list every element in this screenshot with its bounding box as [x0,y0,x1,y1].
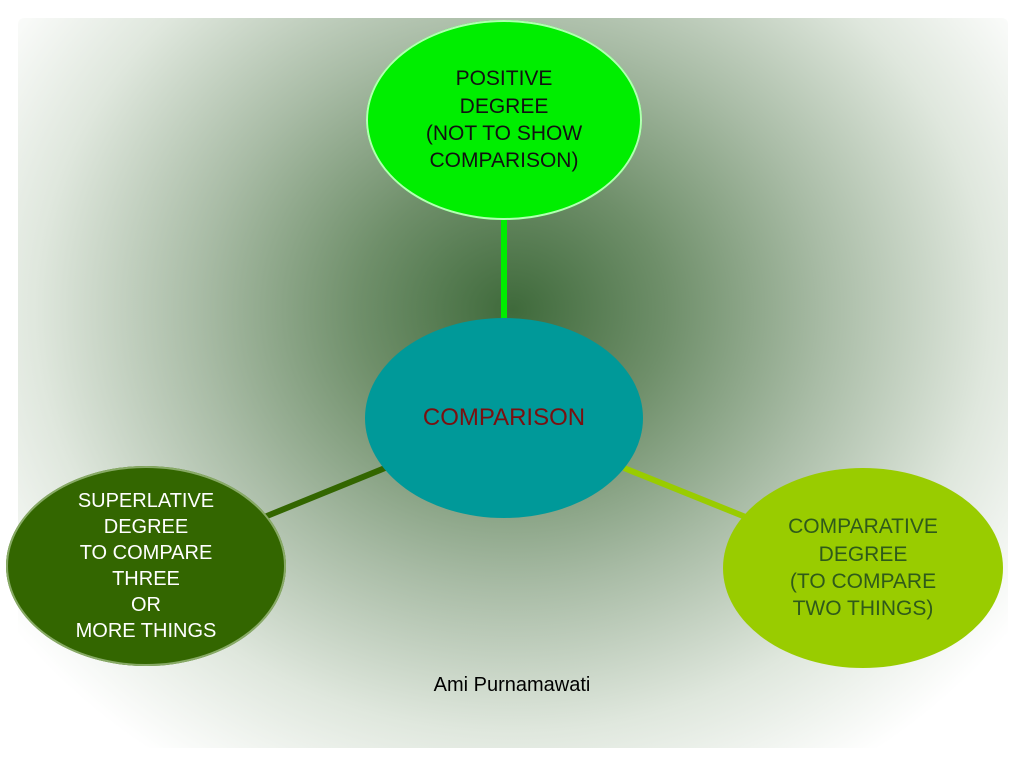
node-superlative-degree: SUPERLATIVE DEGREE TO COMPARE THREE OR M… [6,466,286,666]
node-comparative-label: COMPARATIVE DEGREE (TO COMPARE TWO THING… [788,515,938,621]
node-comparison-label: COMPARISON [422,404,586,432]
node-positive-label: POSITIVE DEGREE (NOT TO SHOW COMPARISON) [425,67,583,173]
node-comparison: COMPARISON [365,318,643,518]
node-positive-degree: POSITIVE DEGREE (NOT TO SHOW COMPARISON) [366,20,642,220]
node-superlative-label: SUPERLATIVE DEGREE TO COMPARE THREE OR M… [75,490,217,642]
author-credit: Ami Purnamawati [433,674,591,696]
connector-superlative [260,465,387,521]
connector-comparative [622,465,750,521]
node-comparative-degree: COMPARATIVE DEGREE (TO COMPARE TWO THING… [723,468,1003,668]
